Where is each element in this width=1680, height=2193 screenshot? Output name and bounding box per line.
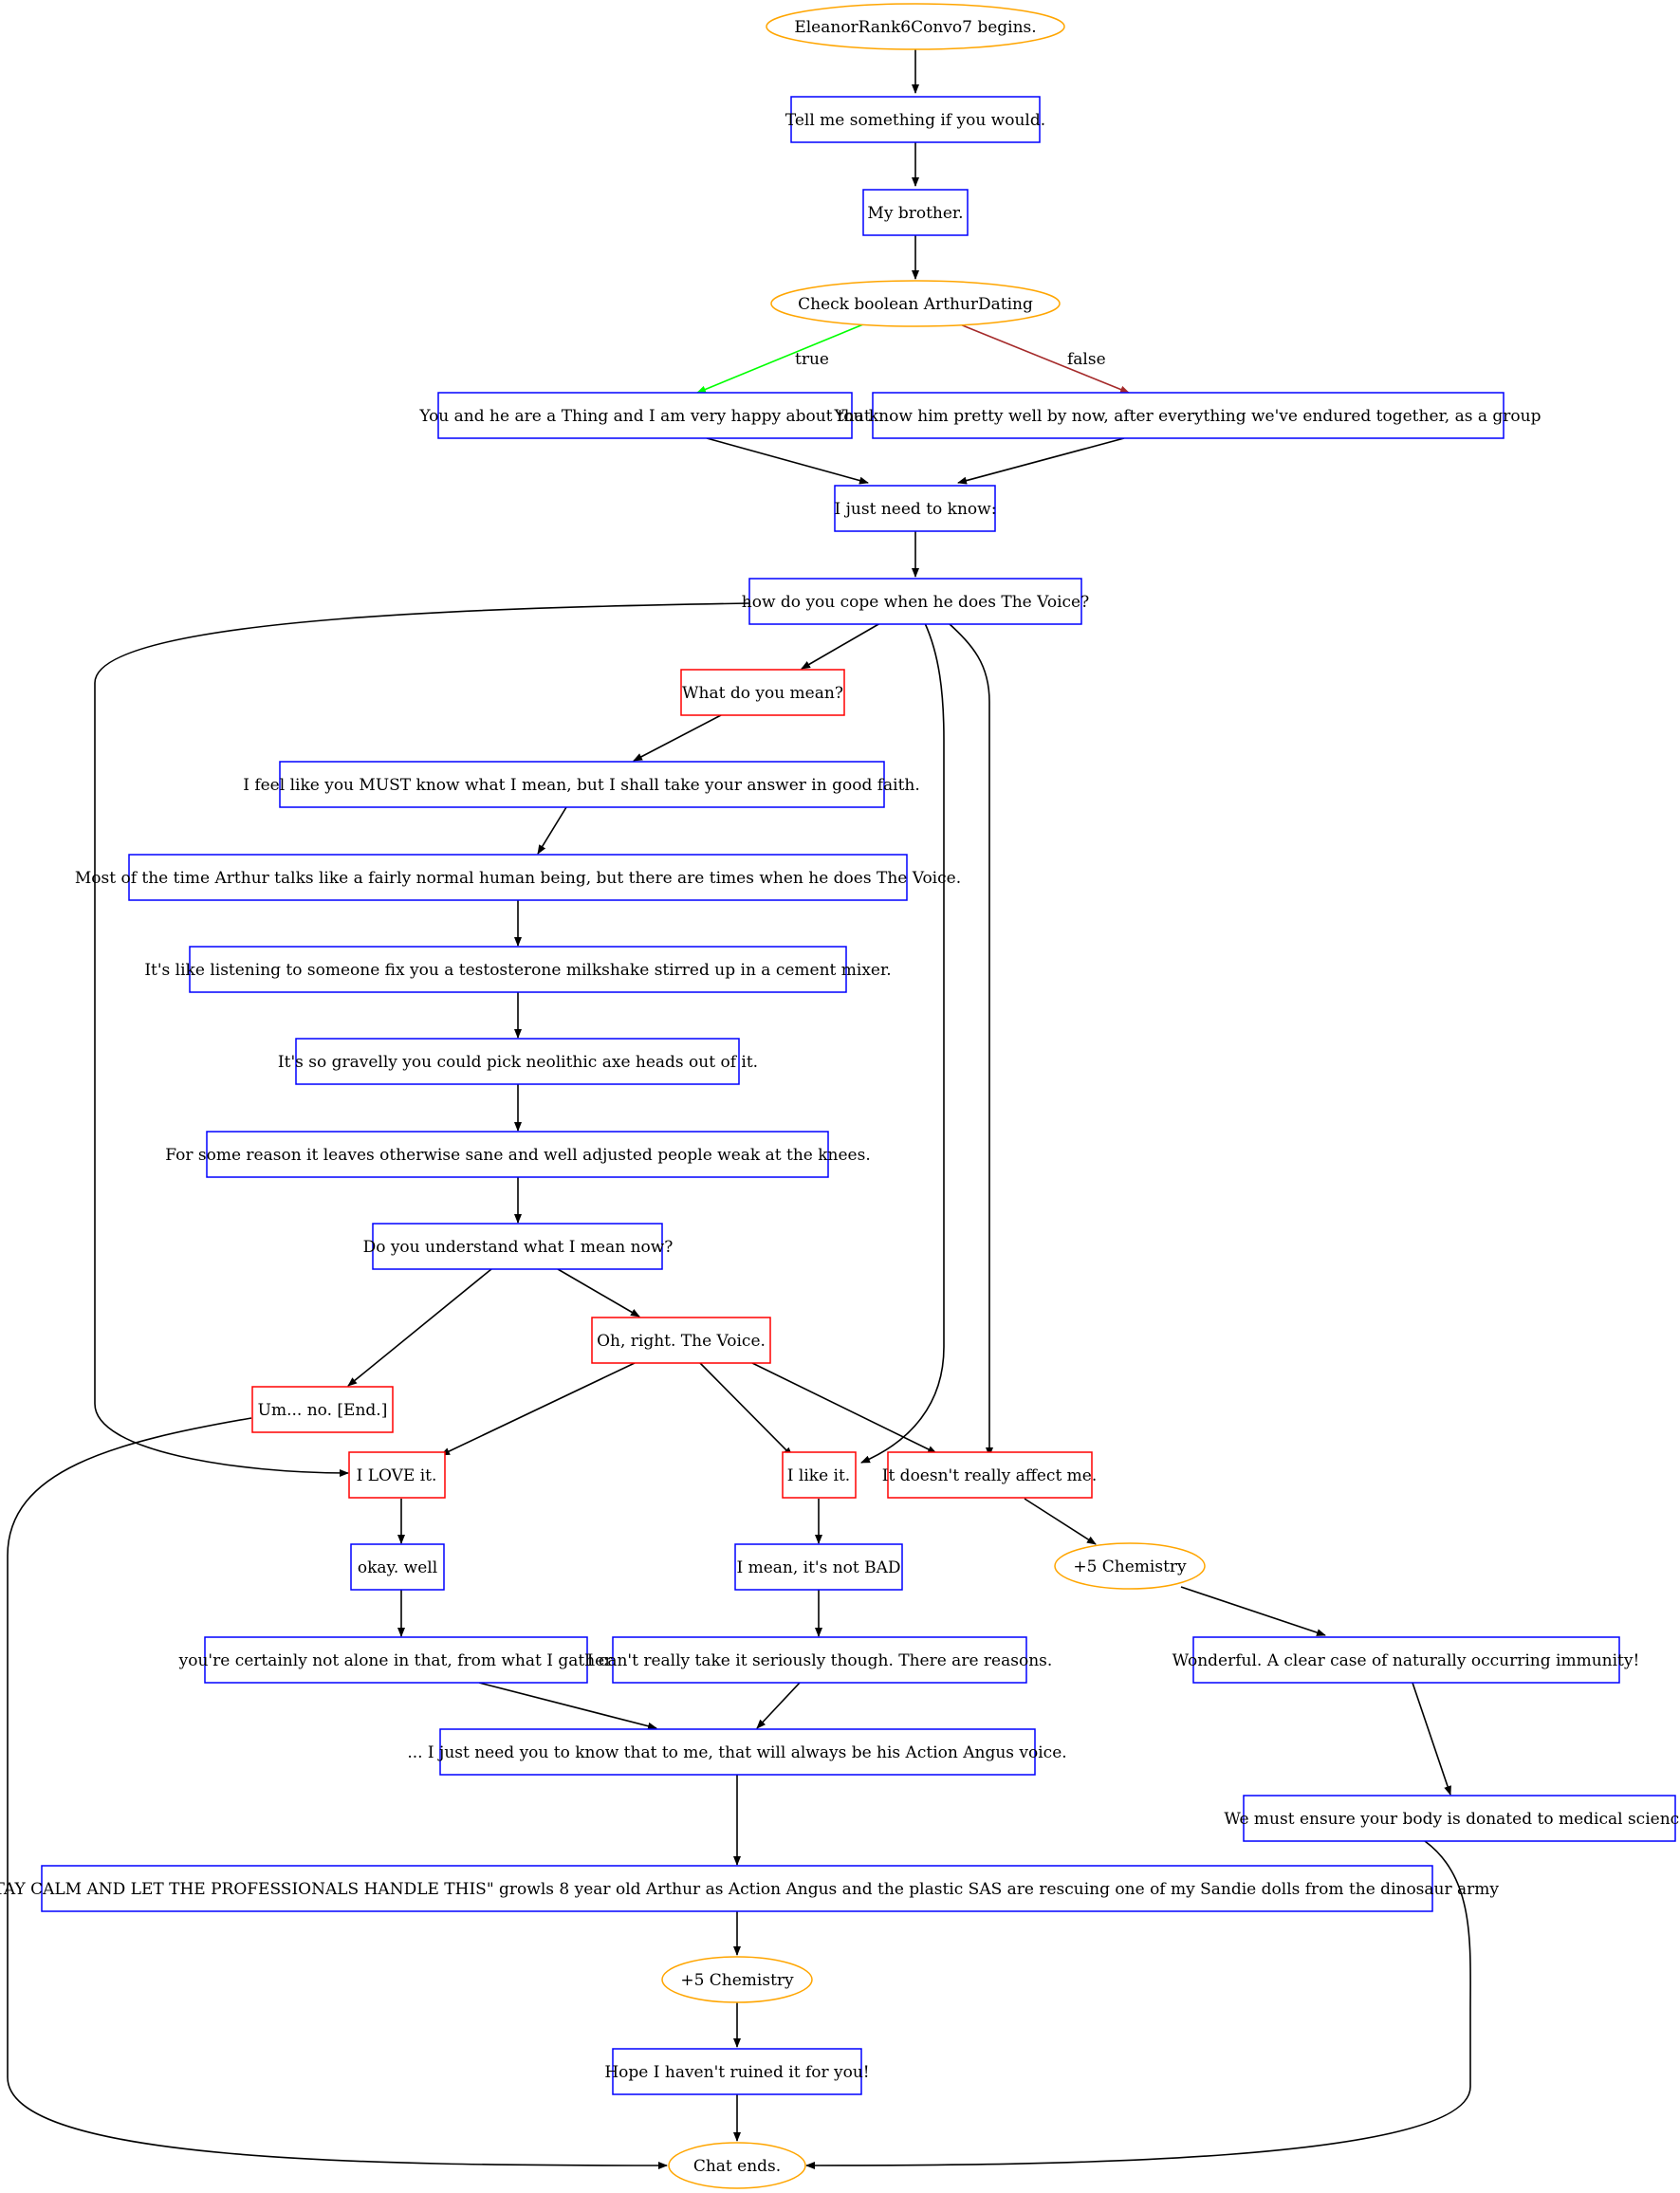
- condition-node: [770, 280, 1061, 327]
- dialog-node-label: We must ensure your body is donated to m…: [1224, 1810, 1680, 1829]
- effect-node-label: +5 Chemistry: [1073, 1557, 1187, 1576]
- dialog-node-label: Wonderful. A clear case of naturally occ…: [1172, 1651, 1640, 1670]
- effect-node: [661, 1956, 813, 2003]
- edge-n4-like: [860, 622, 945, 1464]
- dialog-node: [612, 2048, 862, 2095]
- dialog-node-label: I mean, it's not BAD: [736, 1558, 900, 1577]
- dialog-node-label: I feel like you MUST know what I mean, b…: [243, 776, 920, 795]
- edge-k2-m1: [756, 1682, 801, 1729]
- dialog-node: [734, 1543, 903, 1591]
- edge-n5-n6: [537, 806, 567, 855]
- dialog-node: [295, 1038, 740, 1085]
- dialog-node-label: "STAY CALM AND LET THE PROFESSIONALS HAN…: [0, 1880, 1499, 1899]
- dialog-node-label: Most of the time Arthur talks like a fai…: [75, 869, 961, 888]
- edge-n4-mean: [801, 622, 881, 670]
- start-node-label: EleanorRank6Convo7 begins.: [794, 18, 1036, 37]
- edge-no-end: [7, 1417, 668, 2169]
- edge-n10-right: [557, 1268, 640, 1318]
- edge-right-love: [440, 1362, 636, 1456]
- dialog-node: [862, 189, 969, 236]
- edge-label-false: false: [1067, 350, 1106, 369]
- choice-node-label: Oh, right. The Voice.: [597, 1332, 766, 1351]
- dialog-node-label: I just need to know:: [835, 500, 997, 519]
- dialog-node-label: I can't really take it seriously though.…: [587, 1651, 1053, 1670]
- edge-n10-no: [347, 1268, 492, 1387]
- start-node: [766, 3, 1065, 50]
- edge-chem1-a1: [1180, 1586, 1326, 1636]
- choice-node-label: Um... no. [End.]: [258, 1401, 388, 1420]
- dialog-node: [439, 1728, 1036, 1776]
- edge-affect-chem1: [1024, 1498, 1097, 1545]
- end-node-label: Chat ends.: [693, 2157, 781, 2176]
- edge-t1-n3: [706, 437, 869, 485]
- edge-a1-a2: [1412, 1682, 1451, 1796]
- edge-l2-m1: [478, 1682, 657, 1730]
- dialog-node-label: My brother.: [867, 204, 963, 223]
- dialog-node-label: You and he are a Thing and I am very hap…: [418, 407, 870, 426]
- choice-node: [680, 669, 845, 716]
- choice-node-label: I LOVE it.: [357, 1466, 437, 1485]
- dialog-node: [206, 1131, 829, 1178]
- choice-node-label: It doesn't really affect me.: [882, 1466, 1098, 1485]
- dialog-node-label: Do you understand what I mean now?: [363, 1238, 674, 1257]
- dialog-node: [350, 1543, 445, 1591]
- dialog-node: [204, 1636, 588, 1684]
- dialog-node: [128, 854, 908, 901]
- edge-mean-n5: [633, 714, 722, 762]
- dialog-node: [1243, 1795, 1676, 1842]
- dialog-node-label: It's so gravelly you could pick neolithi…: [278, 1053, 758, 1072]
- choice-node-label: I like it.: [787, 1466, 850, 1485]
- edge-f1-n3: [957, 437, 1125, 485]
- dialog-node: [612, 1636, 1027, 1684]
- edge-right-affect: [751, 1362, 937, 1454]
- condition-node-label: Check boolean ArthurDating: [798, 295, 1033, 314]
- dialog-node: [189, 946, 847, 993]
- dialog-node: [372, 1223, 663, 1270]
- dialog-node-label: You know him pretty well by now, after e…: [834, 407, 1542, 426]
- dialog-node-label: It's like listening to someone fix you a…: [144, 961, 891, 980]
- end-node: [668, 2142, 806, 2189]
- dialog-node: [41, 1865, 1433, 1912]
- dialog-node: [279, 761, 885, 808]
- choice-node-label: What do you mean?: [682, 684, 843, 703]
- edge-true: [696, 323, 864, 394]
- edge-a2-end: [805, 1840, 1471, 2169]
- choice-node: [591, 1317, 771, 1364]
- dialog-node-label: how do you cope when he does The Voice?: [742, 593, 1089, 612]
- edge-n4-love: [94, 602, 750, 1477]
- edge-false: [959, 323, 1130, 394]
- choice-node: [887, 1451, 1093, 1499]
- choice-node: [782, 1451, 857, 1499]
- choice-node: [251, 1386, 394, 1433]
- dialog-node-label: ... I just need you to know that to me, …: [407, 1743, 1066, 1762]
- edge-right-like: [699, 1362, 793, 1457]
- dialog-node-label: you're certainly not alone in that, from…: [178, 1651, 614, 1670]
- dialog-node: [1192, 1636, 1620, 1684]
- dialog-node-label: For some reason it leaves otherwise sane…: [165, 1146, 870, 1165]
- choice-node: [348, 1451, 446, 1499]
- dialog-node-label: Hope I haven't ruined it for you!: [604, 2063, 869, 2082]
- dialog-node-label: okay. well: [358, 1558, 437, 1577]
- edge-n4-affect: [948, 622, 993, 1457]
- dialog-node: [790, 96, 1041, 143]
- effect-node-label: +5 Chemistry: [680, 1971, 794, 1990]
- dialog-node: [834, 485, 996, 532]
- edge-label-true: true: [795, 350, 829, 369]
- dialog-node: [437, 392, 853, 439]
- effect-node: [1054, 1542, 1206, 1590]
- dialog-node-label: Tell me something if you would.: [785, 111, 1045, 130]
- dialog-node: [748, 578, 1082, 625]
- dialog-node: [872, 392, 1505, 439]
